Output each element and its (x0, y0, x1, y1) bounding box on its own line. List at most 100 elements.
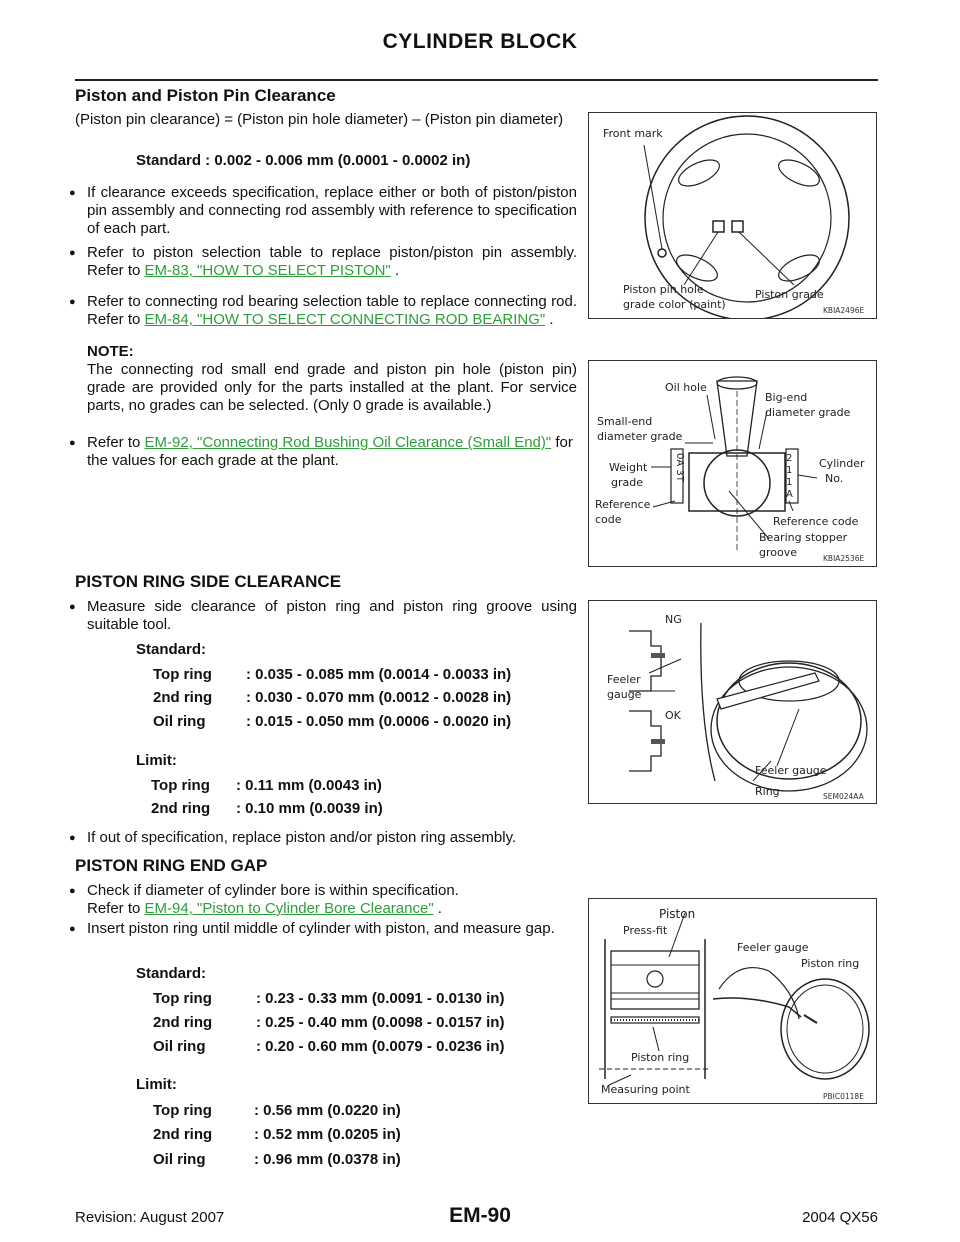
figure-end-gap: Piston Press-fit Feeler gauge Piston rin… (588, 898, 877, 1104)
limit-ring-name: Oil ring (153, 1151, 206, 1168)
limit-ring-name: 2nd ring (153, 1126, 213, 1143)
label-oil-hole: Oil hole (665, 381, 707, 394)
footer-model: 2004 QX56 (802, 1209, 878, 1226)
label-big-end-grade: diameter grade (765, 406, 851, 419)
figure-code: SEM024AA (823, 792, 864, 801)
label-groove: groove (759, 546, 798, 559)
bullet-bushing: Refer to EM-92, "Connecting Rod Bushing … (69, 434, 577, 470)
header-rule (75, 79, 878, 81)
limit-ring-value: : 0.56 mm (0.0220 in) (254, 1102, 401, 1119)
link-em94[interactable]: EM-94, "Piston to Cylinder Bore Clearanc… (144, 900, 434, 917)
spec-ring-name: 2nd ring (153, 1014, 213, 1031)
stamp-right: 2 1 1 A (786, 453, 793, 500)
figure-code: PBIC0118E (823, 1092, 864, 1101)
label-small-end-grade: diameter grade (597, 430, 683, 443)
limit-ring-name: Top ring (151, 777, 210, 794)
label-piston-ring-right: Piston ring (801, 957, 860, 970)
standard-label: Standard: (136, 641, 207, 658)
label-grade-color: grade color (paint) (623, 298, 726, 311)
spec-ring-value: : 0.015 - 0.050 mm (0.0006 - 0.0020 in) (246, 713, 512, 730)
bullet-text: Refer to connecting rod bearing selectio… (87, 293, 577, 328)
section-heading-side-clearance: PISTON RING SIDE CLEARANCE (75, 572, 342, 591)
label-ng: NG (665, 613, 682, 626)
label-piston: Piston (659, 907, 696, 921)
figure-piston-front: Front mark Piston pin hole grade color (… (588, 112, 877, 321)
limit-label: Limit: (136, 1076, 177, 1093)
bullet-replace-ring: If out of specification, replace piston … (69, 829, 587, 847)
spec-ring-value: : 0.035 - 0.085 mm (0.0014 - 0.0033 in) (246, 666, 512, 683)
bullet-replace-parts: If clearance exceeds specification, repl… (69, 184, 577, 238)
label-reference: Reference (595, 498, 651, 511)
end-gap-diagram (599, 912, 870, 1086)
figure-connecting-rod: Oil hole Big-end diameter grade Small-en… (588, 360, 877, 567)
limit-ring-value: : 0.11 mm (0.0043 in) (236, 777, 382, 794)
spec-ring-name: 2nd ring (153, 689, 213, 706)
spec-ring-name: Oil ring (153, 713, 206, 730)
label-small-end: Small-end (597, 415, 653, 428)
bullet-measure-side: Measure side clearance of piston ring an… (69, 598, 577, 634)
limit-ring-value: : 0.10 mm (0.0039 in) (236, 800, 383, 817)
bullet-check-bore: Check if diameter of cylinder bore is wi… (69, 882, 577, 918)
label-cylinder: Cylinder (819, 457, 865, 470)
clearance-formula: (Piston pin clearance) = (Piston pin hol… (75, 111, 564, 128)
limit-ring-name: Top ring (153, 1102, 212, 1119)
spec-ring-name: Top ring (153, 990, 212, 1007)
label-weight-grade: grade (611, 476, 643, 489)
label-feeler-gauge: Feeler gauge (755, 764, 827, 777)
label-big-end: Big-end (765, 391, 808, 404)
bullet-text: Refer to (87, 434, 141, 451)
bullet-text: Refer to (87, 900, 141, 917)
spec-ring-value: : 0.030 - 0.070 mm (0.0012 - 0.0028 in) (246, 689, 512, 706)
label-weight: Weight (609, 461, 648, 474)
spec-ring-name: Oil ring (153, 1038, 206, 1055)
label-front-mark: Front mark (603, 127, 663, 140)
label-ok: OK (665, 709, 681, 722)
bullet-text: Check if diameter of cylinder bore is wi… (87, 882, 459, 899)
connecting-rod-diagram (651, 376, 818, 551)
note-label: NOTE: (87, 343, 134, 360)
link-em84[interactable]: EM-84, "HOW TO SELECT CONNECTING ROD BEA… (144, 311, 546, 328)
bullet-text: Refer to piston selection table to repla… (87, 244, 577, 279)
bullet-rod-bearing: Refer to connecting rod bearing selectio… (69, 293, 577, 329)
section-heading-end-gap: PISTON RING END GAP (75, 856, 268, 875)
spec-ring-value: : 0.23 - 0.33 mm (0.0091 - 0.0130 in) (256, 990, 505, 1007)
label-press-fit: Press-fit (623, 924, 668, 937)
side-clearance-diagram (629, 622, 868, 792)
figure-code: KBIA2536E (823, 554, 865, 563)
spec-ring-value: : 0.20 - 0.60 mm (0.0079 - 0.0236 in) (256, 1038, 505, 1055)
bullet-insert-ring: Insert piston ring until middle of cylin… (69, 920, 577, 938)
note-text: The connecting rod small end grade and p… (87, 361, 577, 414)
limit-label: Limit: (136, 752, 177, 769)
figure-code: KBIA2496E (823, 306, 865, 315)
spec-ring-value: : 0.25 - 0.40 mm (0.0098 - 0.0157 in) (256, 1014, 505, 1031)
footer-revision: Revision: August 2007 (75, 1209, 225, 1226)
limit-ring-name: 2nd ring (151, 800, 211, 817)
label-cylinder-no: No. (825, 472, 844, 485)
label-bearing-stopper: Bearing stopper (759, 531, 848, 544)
spec-ring-name: Top ring (153, 666, 212, 683)
page-number: EM-90 (449, 1204, 511, 1227)
label-reference-code: Reference code (773, 515, 859, 528)
label-pin-hole: Piston pin hole (623, 283, 704, 296)
section-heading-piston-pin: Piston and Piston Pin Clearance (75, 86, 336, 105)
limit-ring-value: : 0.52 mm (0.0205 in) (254, 1126, 401, 1143)
bullet-refer: Refer to EM-94, "Piston to Cylinder Bore… (87, 900, 442, 917)
stamp-left: 0A 3T (674, 453, 685, 482)
figure-side-clearance: NG OK Feeler gauge Feeler gauge Ring SEM… (588, 600, 877, 804)
label-piston-ring-bottom: Piston ring (631, 1051, 690, 1064)
standard-pin-clearance: Standard : 0.002 - 0.006 mm (0.0001 - 0.… (136, 152, 471, 169)
label-feeler-gauge: Feeler gauge (737, 941, 809, 954)
label-measuring-point: Measuring point (601, 1083, 690, 1096)
label-feeler: Feeler (607, 673, 641, 686)
label-piston-grade: Piston grade (755, 288, 824, 301)
link-em83[interactable]: EM-83, "HOW TO SELECT PISTON" (144, 262, 391, 279)
bullet-text-after: for the values for each grade at the pla… (87, 434, 573, 469)
link-em92[interactable]: EM-92, "Connecting Rod Bushing Oil Clear… (144, 434, 552, 451)
limit-ring-value: : 0.96 mm (0.0378 in) (254, 1151, 401, 1168)
label-reference-code-left: code (595, 513, 622, 526)
label-gauge: gauge (607, 688, 642, 701)
standard-label: Standard: (136, 965, 207, 982)
bullet-piston-selection: Refer to piston selection table to repla… (69, 244, 577, 280)
label-ring: Ring (755, 785, 780, 798)
page-title: CYLINDER BLOCK (382, 30, 578, 53)
